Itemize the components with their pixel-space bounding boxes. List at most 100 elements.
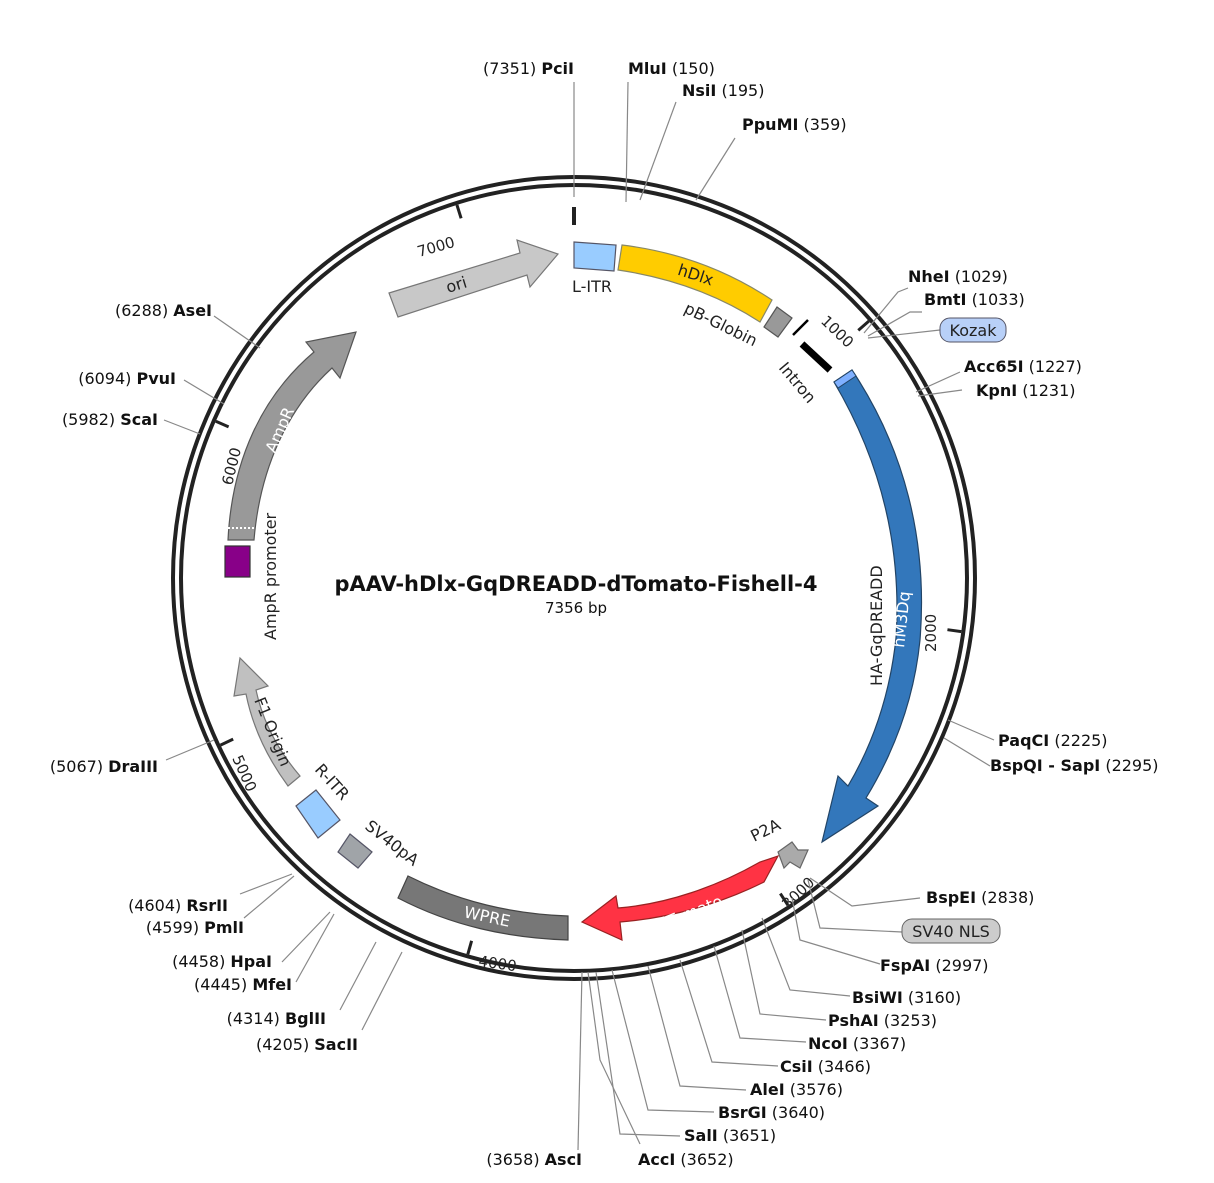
feature-r-itr <box>295 789 341 839</box>
site-bsrgi-name: BsrGI <box>718 1103 767 1122</box>
site-alei: AleI (3576) <box>750 1080 843 1099</box>
site-bmti-name: BmtI <box>924 290 966 309</box>
feature-l-itr <box>573 241 617 272</box>
site-bsiwi-pos: (3160) <box>908 988 961 1007</box>
feature-sv40pa <box>337 833 373 869</box>
tick-label-7000: 7000 <box>415 233 457 261</box>
feature-intron <box>799 341 833 373</box>
site-bglii: (4314) BglII <box>227 1009 326 1028</box>
site-kpni-pos: (1231) <box>1022 381 1075 400</box>
site-hpai-name: HpaI <box>230 952 272 971</box>
feature-ampr-promoter <box>224 545 251 578</box>
site-nsii-name: NsiI <box>682 81 716 100</box>
site-fspai-name: FspAI <box>880 956 930 975</box>
site-ppumi-name: PpuMI <box>742 115 798 134</box>
site-pmli-name: PmlI <box>204 918 244 937</box>
site-bspqi-sapi: BspQI - SapI (2295) <box>990 756 1159 775</box>
site-alei-name: AleI <box>750 1080 785 1099</box>
site-asci-name: AscI <box>545 1150 582 1169</box>
site-kpni: KpnI (1231) <box>976 381 1076 400</box>
site-scai-name: ScaI <box>120 410 158 429</box>
tick-label-1000: 1000 <box>817 312 857 351</box>
site-fspai-pos: (2997) <box>935 956 988 975</box>
site-bspei: BspEI (2838) <box>926 888 1034 907</box>
site-sali-name: SalI <box>684 1126 718 1145</box>
site-pvui-pos: (6094) <box>78 369 131 388</box>
site-asei: (6288) AseI <box>115 301 212 320</box>
site-sacii-pos: (4205) <box>256 1035 309 1054</box>
feature-ampr-promoter-label: AmpR promoter <box>261 512 280 640</box>
site-bsiwi: BsiWI (3160) <box>852 988 961 1007</box>
site-kpni-name: KpnI <box>976 381 1017 400</box>
site-acci: AccI (3652) <box>638 1150 734 1169</box>
site-bspqi-sapi-name: BspQI - SapI <box>990 756 1100 775</box>
site-hpai-pos: (4458) <box>172 952 225 971</box>
tick-label-2000: 2000 <box>922 614 940 652</box>
site-asei-pos: (6288) <box>115 301 168 320</box>
site-pmli-pos: (4599) <box>146 918 199 937</box>
site-bspei-name: BspEI <box>926 888 976 907</box>
site-nsii: NsiI (195) <box>682 81 764 100</box>
site-sacii: (4205) SacII <box>256 1035 358 1054</box>
site-pvui: (6094) PvuI <box>78 369 176 388</box>
feature-sv40pa-label: SV40pA <box>362 816 423 870</box>
site-ncoi-pos: (3367) <box>853 1034 906 1053</box>
site-draiii: (5067) DraIII <box>50 757 158 776</box>
feature-f1-origin-arrow <box>233 656 301 787</box>
site-paqci-pos: (2225) <box>1054 731 1107 750</box>
site-pshai: PshAI (3253) <box>828 1011 937 1030</box>
site-draiii-pos: (5067) <box>50 757 103 776</box>
site-bglii-pos: (4314) <box>227 1009 280 1028</box>
kozak-label: Kozak <box>950 321 998 340</box>
site-paqci-name: PaqCI <box>998 731 1049 750</box>
feature-hm3dq-arrow <box>821 369 923 844</box>
site-pmli: (4599) PmlI <box>146 918 244 937</box>
feature-ori-arrow <box>388 239 560 318</box>
feature-p2a-arrow <box>777 841 809 870</box>
plasmid-size: 7356 bp <box>545 599 607 617</box>
site-pvui-name: PvuI <box>137 369 177 388</box>
site-asci: (3658) AscI <box>486 1150 582 1169</box>
tick-mark-6000 <box>215 419 230 429</box>
site-nsii-pos: (195) <box>721 81 764 100</box>
site-mfei-pos: (4445) <box>194 975 247 994</box>
site-sali: SalI (3651) <box>684 1126 776 1145</box>
sv40-nls-label: SV40 NLS <box>912 922 990 941</box>
feature-intron-label: Intron <box>775 358 820 406</box>
site-mlui-pos: (150) <box>672 59 715 78</box>
site-sali-pos: (3651) <box>723 1126 776 1145</box>
site-nhei: NheI (1029) <box>908 267 1008 286</box>
site-scai: (5982) ScaI <box>62 410 158 429</box>
site-asci-pos: (3658) <box>486 1150 539 1169</box>
tick-mark-2000 <box>947 628 962 634</box>
site-bmti-pos: (1033) <box>972 290 1025 309</box>
site-paqci: PaqCI (2225) <box>998 731 1108 750</box>
site-acci-pos: (3652) <box>680 1150 733 1169</box>
tick-label-4000: 4000 <box>477 952 517 975</box>
site-mlui-name: MluI <box>628 59 667 78</box>
feature-dtomato-arrow <box>580 854 780 941</box>
plasmid-title: pAAV-hDlx-GqDREADD-dTomato-Fishell-4 <box>334 572 817 596</box>
site-asei-name: AseI <box>173 301 212 320</box>
site-acc65i-pos: (1227) <box>1029 357 1082 376</box>
feature-ha-gqdreadd-label: HA-GqDREADD <box>867 565 886 686</box>
site-rsrii-pos: (4604) <box>128 896 181 915</box>
site-draiii-name: DraIII <box>108 757 158 776</box>
site-nhei-pos: (1029) <box>955 267 1008 286</box>
site-fspai: FspAI (2997) <box>880 956 989 975</box>
tick-mark-7000 <box>455 204 463 219</box>
site-bspei-pos: (2838) <box>981 888 1034 907</box>
site-rsrii-name: RsrII <box>186 896 228 915</box>
tick-mark-5000 <box>219 737 234 747</box>
feature-hdlx <box>617 244 773 323</box>
site-pshai-pos: (3253) <box>884 1011 937 1030</box>
feature-ampr-arrow <box>227 331 357 541</box>
site-bspqi-sapi-pos: (2295) <box>1105 756 1158 775</box>
site-bsrgi-pos: (3640) <box>772 1103 825 1122</box>
leader-lines <box>163 81 995 1151</box>
site-acc65i-name: Acc65I <box>964 357 1024 376</box>
tick-mark-3000 <box>779 892 790 907</box>
site-sacii-name: SacII <box>314 1035 358 1054</box>
site-bsrgi: BsrGI (3640) <box>718 1103 825 1122</box>
site-bmti: BmtI (1033) <box>924 290 1025 309</box>
